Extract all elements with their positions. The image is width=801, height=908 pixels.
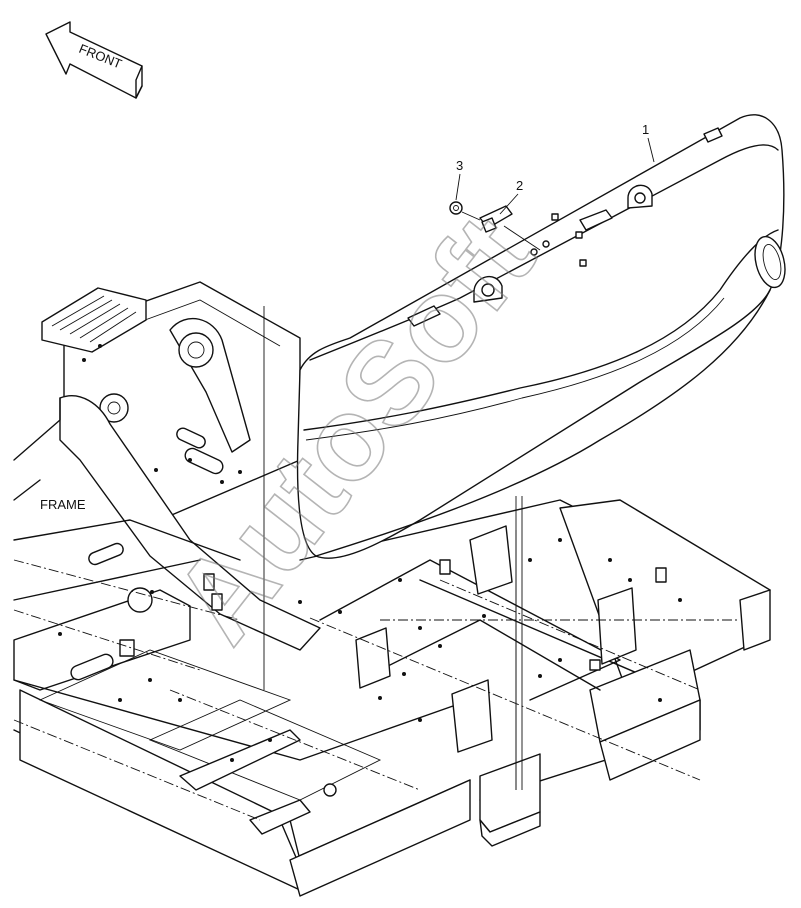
callout-1-label: 1	[642, 122, 649, 137]
upper-frame	[13, 281, 321, 651]
callout-2-label: 2	[516, 178, 523, 193]
callout-3: 3	[455, 158, 463, 201]
bolt-holes	[58, 344, 682, 762]
callout-2: 2	[499, 178, 523, 215]
main-frame	[13, 499, 771, 897]
front-arrow: FRONT	[45, 21, 143, 99]
nut-part	[449, 201, 481, 221]
center-lines	[13, 306, 740, 821]
frame-label: FRAME	[40, 497, 86, 512]
bracket-part	[479, 205, 541, 251]
callout-1: 1	[642, 122, 655, 163]
counterweight	[296, 114, 786, 790]
callout-3-label: 3	[456, 158, 463, 173]
